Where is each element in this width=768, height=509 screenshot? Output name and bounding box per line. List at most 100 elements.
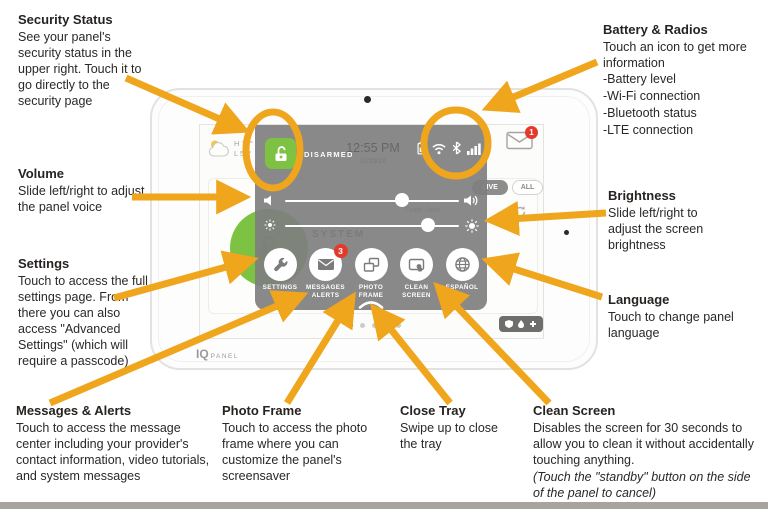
weather-low: L 56°: [234, 148, 252, 158]
sensor-dot: [564, 230, 569, 235]
chevron-up-icon: [358, 301, 384, 309]
annotation-note: (Touch the "standby" button on the side …: [533, 470, 751, 500]
annotation-title: Battery & Radios: [603, 22, 708, 37]
weather-high: H 70°: [234, 139, 253, 148]
annotation-list-item: -LTE connection: [603, 122, 694, 137]
battery-icon[interactable]: [417, 141, 426, 155]
weather-temps: H 70° L 56°: [234, 139, 253, 159]
page-dot[interactable]: [372, 323, 377, 328]
tray-button-label: SETTINGS: [262, 284, 298, 291]
brightness-track[interactable]: [285, 225, 459, 227]
iq-panel-logo: IQ PANEL: [196, 347, 239, 361]
annotation-title: Brightness: [608, 188, 676, 203]
annotation-list-item: -Battery level: [603, 72, 676, 86]
annotation-language: Language Touch to change panel language: [608, 292, 748, 341]
wrench-icon: [273, 257, 287, 272]
clean-screen-button-circle[interactable]: [400, 248, 433, 281]
volume-slider[interactable]: [263, 193, 479, 209]
annotation-body: See your panel's security status in the …: [18, 30, 142, 108]
clean-screen-icon: [408, 258, 425, 271]
clock-time: 12:55 PM: [346, 141, 400, 155]
clock-date: 11/15/16: [359, 158, 387, 165]
annotation-body: Disables the screen for 30 seconds to al…: [533, 421, 754, 467]
annotation-title: Messages & Alerts: [16, 403, 132, 418]
annotation-photo-frame: Photo Frame Touch to access the photo fr…: [222, 403, 380, 484]
page-indicator[interactable]: [348, 323, 401, 328]
logo-panel-text: PANEL: [210, 353, 240, 360]
annotation-volume: Volume Slide left/right to adjust the pa…: [18, 166, 150, 215]
tray-button-label: MESSAGES ALERTS: [306, 284, 345, 299]
globe-icon: [454, 257, 470, 272]
annotation-messages-alerts: Messages & Alerts Touch to access the me…: [16, 403, 214, 484]
radios-group[interactable]: [417, 141, 481, 155]
settings-button[interactable]: SETTINGS: [258, 248, 302, 300]
annotation-title: Security Status: [18, 12, 113, 27]
photo-frame-button-circle[interactable]: [354, 248, 388, 281]
weather-widget: [206, 138, 233, 163]
fire-icon: [518, 320, 524, 328]
message-center-button[interactable]: 1: [506, 126, 538, 155]
annotation-title: Close Tray: [400, 403, 466, 418]
bluetooth-icon[interactable]: [452, 141, 461, 155]
logo-iq-text: IQ: [196, 347, 209, 361]
annotation-body: Touch to access the photo frame where yo…: [222, 421, 368, 483]
close-tray-handle[interactable]: [358, 296, 384, 314]
brightness-slider[interactable]: [263, 218, 479, 234]
annotation-security-status: Security Status See your panel's securit…: [18, 12, 144, 109]
settings-button-circle[interactable]: [263, 248, 297, 281]
iq-panel-device: H 70° L 56° SYSTEM Front Door 1 LIVE ALL: [150, 88, 598, 370]
volume-thumb[interactable]: [395, 193, 409, 207]
filter-all-button[interactable]: ALL: [512, 180, 543, 195]
annotation-list-item: -Bluetooth status: [603, 105, 697, 120]
annotation-close-tray: Close Tray Swipe up to close the tray: [400, 403, 512, 452]
volume-track[interactable]: [285, 200, 459, 202]
annotation-body: Touch an icon to get more information: [603, 40, 747, 70]
clean-screen-button[interactable]: CLEAN SCREEN: [395, 248, 439, 300]
annotation-battery-radios: Battery & Radios Touch an icon to get mo…: [603, 22, 755, 139]
weather-cloud-sun-icon: [208, 140, 229, 157]
tray-buttons-row: SETTINGS 3 MESSAGES ALERTS: [258, 244, 484, 300]
brightness-high-icon: [465, 219, 479, 233]
tray-button-label: PHOTO FRAME: [358, 284, 384, 299]
camera-dot: [364, 96, 371, 103]
annotation-clean-screen: Clean Screen Disables the screen for 30 …: [533, 403, 759, 501]
annotation-title: Photo Frame: [222, 403, 302, 418]
annotation-body: Slide left/right to adjust the panel voi…: [18, 184, 145, 214]
annotation-title: Volume: [18, 166, 64, 181]
message-count-badge: 1: [525, 126, 538, 139]
alerts-count-badge: 3: [333, 244, 348, 258]
panel-screen: H 70° L 56° SYSTEM Front Door 1 LIVE ALL: [199, 124, 544, 339]
tray-button-label: ESPAÑOL: [445, 284, 479, 291]
refresh-button[interactable]: [513, 205, 526, 223]
page-dot[interactable]: [348, 323, 353, 328]
annotation-body: Touch to access the full settings page. …: [18, 274, 148, 368]
page-dot[interactable]: [360, 323, 365, 328]
unlocked-padlock-icon: [275, 145, 286, 161]
refresh-icon: [515, 206, 526, 217]
photo-frame-button[interactable]: PHOTO FRAME: [349, 248, 393, 300]
annotation-title: Clean Screen: [533, 403, 616, 418]
annotation-title: Settings: [18, 256, 70, 271]
page-dot[interactable]: [384, 323, 389, 328]
language-button-circle[interactable]: [445, 248, 479, 281]
page-bottom-strip: [0, 502, 768, 509]
settings-tray: DISARMED 12:55 PM 11/15/16: [255, 125, 487, 310]
brightness-thumb[interactable]: [421, 218, 435, 232]
messages-alerts-button[interactable]: 3 MESSAGES ALERTS: [304, 244, 348, 300]
annotation-settings: Settings Touch to access the full settin…: [18, 256, 154, 369]
speaker-low-icon: [264, 195, 271, 206]
annotation-brightness: Brightness Slide left/right to adjust th…: [608, 188, 726, 253]
emergency-button[interactable]: [499, 316, 543, 332]
annotation-body: Swipe up to close the tray: [400, 421, 498, 451]
lte-signal-icon[interactable]: [467, 142, 481, 155]
page-dot[interactable]: [396, 323, 401, 328]
annotation-body: Slide left/right to adjust the screen br…: [608, 206, 704, 252]
annotation-title: Language: [608, 292, 670, 307]
envelope-icon: [317, 259, 334, 270]
security-status-button[interactable]: [265, 138, 296, 169]
tray-button-label: CLEAN SCREEN: [402, 284, 431, 299]
annotation-body: Touch to change panel language: [608, 310, 734, 340]
language-button[interactable]: ESPAÑOL: [440, 248, 484, 300]
wifi-icon[interactable]: [432, 143, 446, 155]
